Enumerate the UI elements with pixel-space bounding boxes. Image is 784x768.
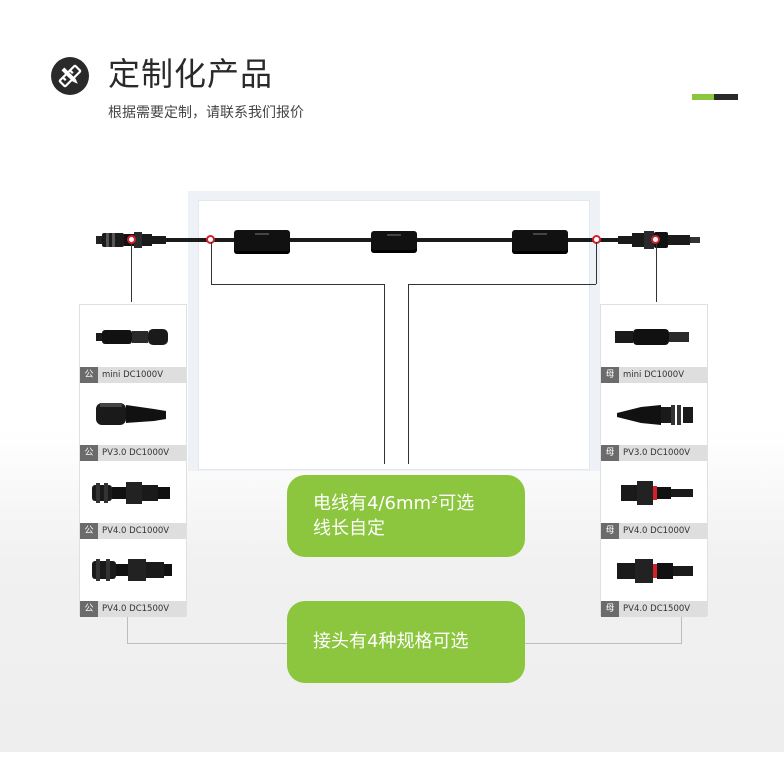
cable-callout-line2: 线长自定 [313, 518, 385, 539]
right-female-connector [618, 229, 700, 251]
pv40-1000v-male-connector-image [92, 482, 170, 504]
junction-box-left [234, 230, 290, 254]
connector-callout: 接头有4种规格可选 [287, 601, 525, 683]
marker-dot-left-connector [127, 235, 136, 244]
pv40-1500v-female-connector-image [617, 559, 693, 583]
pv30-female-connector-image [617, 405, 693, 425]
junction-box-right [512, 230, 568, 254]
pv30-male-connector-image [96, 403, 166, 425]
mini-male-connector-image [96, 329, 168, 345]
marker-dot-right-connector [651, 235, 660, 244]
page-subtitle: 根据需要定制，请联系我们报价 [108, 105, 304, 121]
marker-dot-left-cable [206, 235, 215, 244]
pencil-ruler-icon [50, 56, 90, 96]
page-title: 定制化产品 [108, 55, 274, 93]
pv40-1000v-female-connector-image [621, 481, 693, 505]
cable-callout: 电线有4/6mm²可选 线长自定 [287, 475, 525, 557]
connector-callout-text: 接头有4种规格可选 [313, 631, 469, 652]
accent-bar [692, 94, 738, 100]
junction-box-middle [371, 231, 417, 253]
pv40-1500v-male-connector-image [92, 559, 172, 581]
cable-callout-line1: 电线有4/6mm²可选 [313, 493, 475, 514]
mini-female-connector-image [615, 329, 689, 345]
